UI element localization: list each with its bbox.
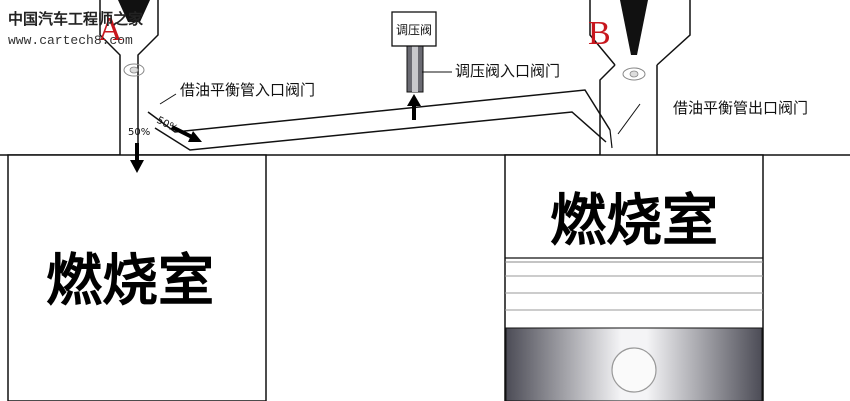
marker-b: B bbox=[588, 15, 611, 52]
injector-a bbox=[118, 0, 150, 77]
balance-pipe-lower bbox=[154, 111, 607, 151]
up-arrow bbox=[407, 94, 421, 120]
balance-pipe-upper bbox=[147, 89, 611, 133]
regulator-box bbox=[391, 11, 437, 47]
watermark-site-name: 中国汽车工程师之家 bbox=[8, 10, 143, 28]
cylinder-head-outline-right-top bbox=[589, 0, 616, 66]
left-chamber-label: 燃烧室 bbox=[46, 249, 214, 314]
left-cylinder bbox=[7, 154, 267, 401]
flow-arrow-into-pipe bbox=[171, 125, 202, 142]
leader-borrow-outlet bbox=[617, 103, 641, 135]
leader-borrow-inlet bbox=[159, 93, 177, 105]
watermark-url: www.cartech8.com bbox=[8, 33, 133, 48]
split-top-label: 50% bbox=[155, 115, 180, 135]
piston-pin bbox=[611, 347, 657, 393]
flow-arrow-down bbox=[130, 143, 144, 173]
split-down-label: 50% bbox=[128, 127, 150, 138]
marker-a: A bbox=[98, 11, 123, 48]
regulator-valve bbox=[406, 44, 424, 93]
balance-pipe-end bbox=[609, 129, 613, 149]
injector-b bbox=[620, 0, 648, 81]
label-borrow-outlet: 借油平衡管出口阀门 bbox=[673, 99, 808, 117]
label-regulator-inlet: 调压阀入口阀门 bbox=[455, 62, 560, 80]
right-chamber-label: 燃烧室 bbox=[550, 189, 718, 254]
regulator-box-label: 调压阀 bbox=[396, 23, 432, 37]
label-borrow-inlet: 借油平衡管入口阀门 bbox=[180, 81, 315, 99]
